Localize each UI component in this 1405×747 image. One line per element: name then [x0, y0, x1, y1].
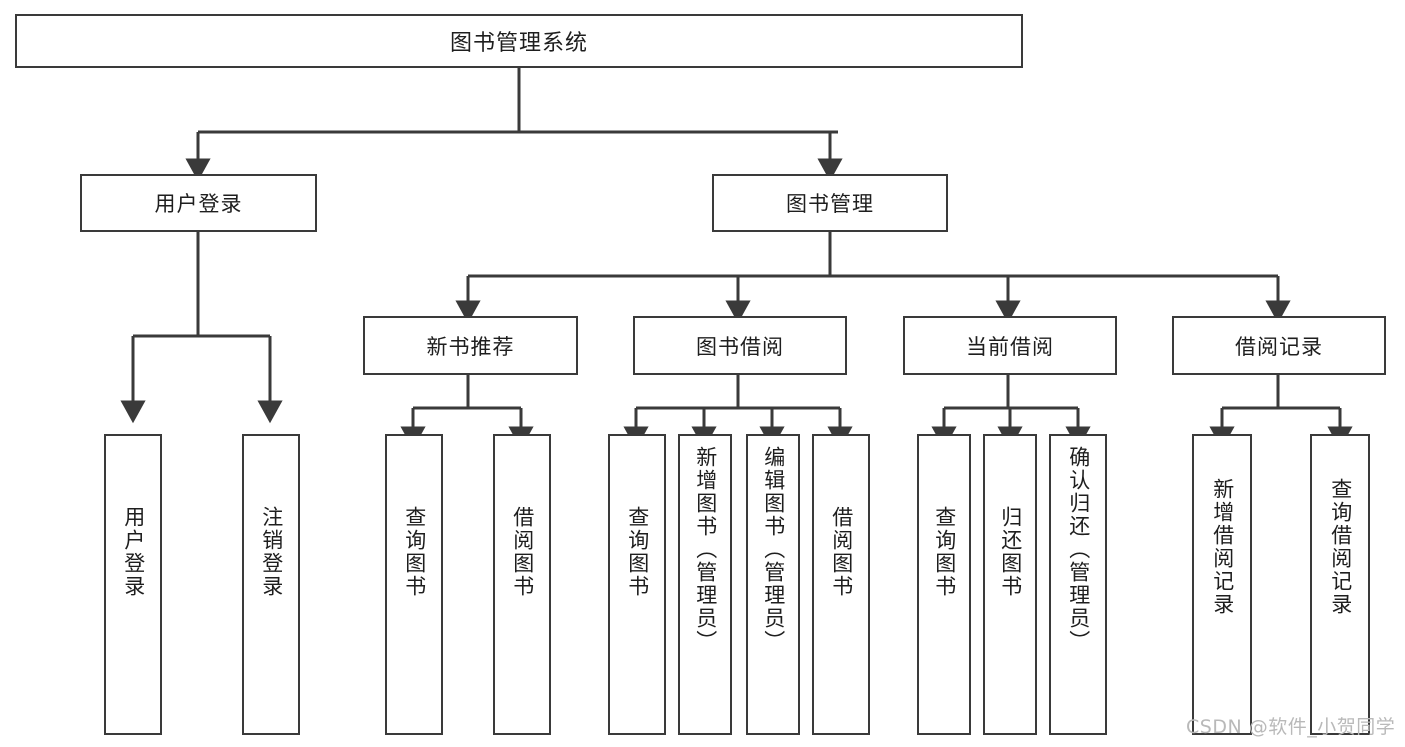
node-borrow-record[interactable]: 借阅记录 — [1172, 316, 1386, 375]
leaf-add-borrow-record[interactable]: 新增借阅记录 — [1192, 434, 1252, 735]
leaf-label: 新增图书（管理员） — [693, 446, 718, 653]
node-book-management[interactable]: 图书管理 — [712, 174, 948, 232]
leaf-label: 查询图书 — [402, 506, 427, 598]
leaf-label: 编辑图书（管理员） — [761, 446, 786, 653]
leaf-label: 借阅图书 — [829, 506, 854, 598]
leaf-label: 查询图书 — [932, 506, 957, 598]
leaf-label: 借阅图书 — [510, 506, 535, 598]
leaf-query-book-current[interactable]: 查询图书 — [917, 434, 971, 735]
leaf-label: 注销登录 — [259, 506, 284, 598]
leaf-borrow-book-recommend[interactable]: 借阅图书 — [493, 434, 551, 735]
leaf-label: 归还图书 — [998, 506, 1023, 598]
leaf-label: 查询借阅记录 — [1328, 478, 1353, 616]
node-label: 图书管理 — [786, 192, 874, 216]
node-current-borrow[interactable]: 当前借阅 — [903, 316, 1117, 375]
leaf-add-book-admin[interactable]: 新增图书（管理员） — [678, 434, 732, 735]
leaf-label: 用户登录 — [121, 506, 146, 598]
node-label: 图书借阅 — [696, 334, 784, 359]
csdn-watermark: CSDN @软件_小贺同学 — [1186, 716, 1396, 738]
node-label: 新书推荐 — [426, 334, 515, 359]
leaf-edit-book-admin[interactable]: 编辑图书（管理员） — [746, 434, 800, 735]
node-label: 用户登录 — [154, 192, 243, 216]
node-label: 图书管理系统 — [449, 31, 588, 56]
leaf-label: 确认归还（管理员） — [1066, 446, 1091, 653]
node-user-login[interactable]: 用户登录 — [80, 174, 317, 232]
leaf-user-login[interactable]: 用户登录 — [104, 434, 162, 735]
node-book-borrow[interactable]: 图书借阅 — [633, 316, 847, 375]
node-label: 借阅记录 — [1235, 334, 1323, 359]
node-new-book-recommend[interactable]: 新书推荐 — [363, 316, 578, 375]
leaf-user-logout[interactable]: 注销登录 — [242, 434, 300, 735]
leaf-label: 新增借阅记录 — [1210, 478, 1235, 616]
leaf-query-borrow-record[interactable]: 查询借阅记录 — [1310, 434, 1370, 735]
leaf-return-book[interactable]: 归还图书 — [983, 434, 1037, 735]
node-root-system[interactable]: 图书管理系统 — [15, 14, 1023, 68]
leaf-borrow-book[interactable]: 借阅图书 — [812, 434, 870, 735]
node-label: 当前借阅 — [966, 334, 1054, 359]
leaf-query-book-recommend[interactable]: 查询图书 — [385, 434, 443, 735]
leaf-label: 查询图书 — [625, 506, 650, 598]
leaf-confirm-return-admin[interactable]: 确认归还（管理员） — [1049, 434, 1107, 735]
leaf-query-book-borrow[interactable]: 查询图书 — [608, 434, 666, 735]
